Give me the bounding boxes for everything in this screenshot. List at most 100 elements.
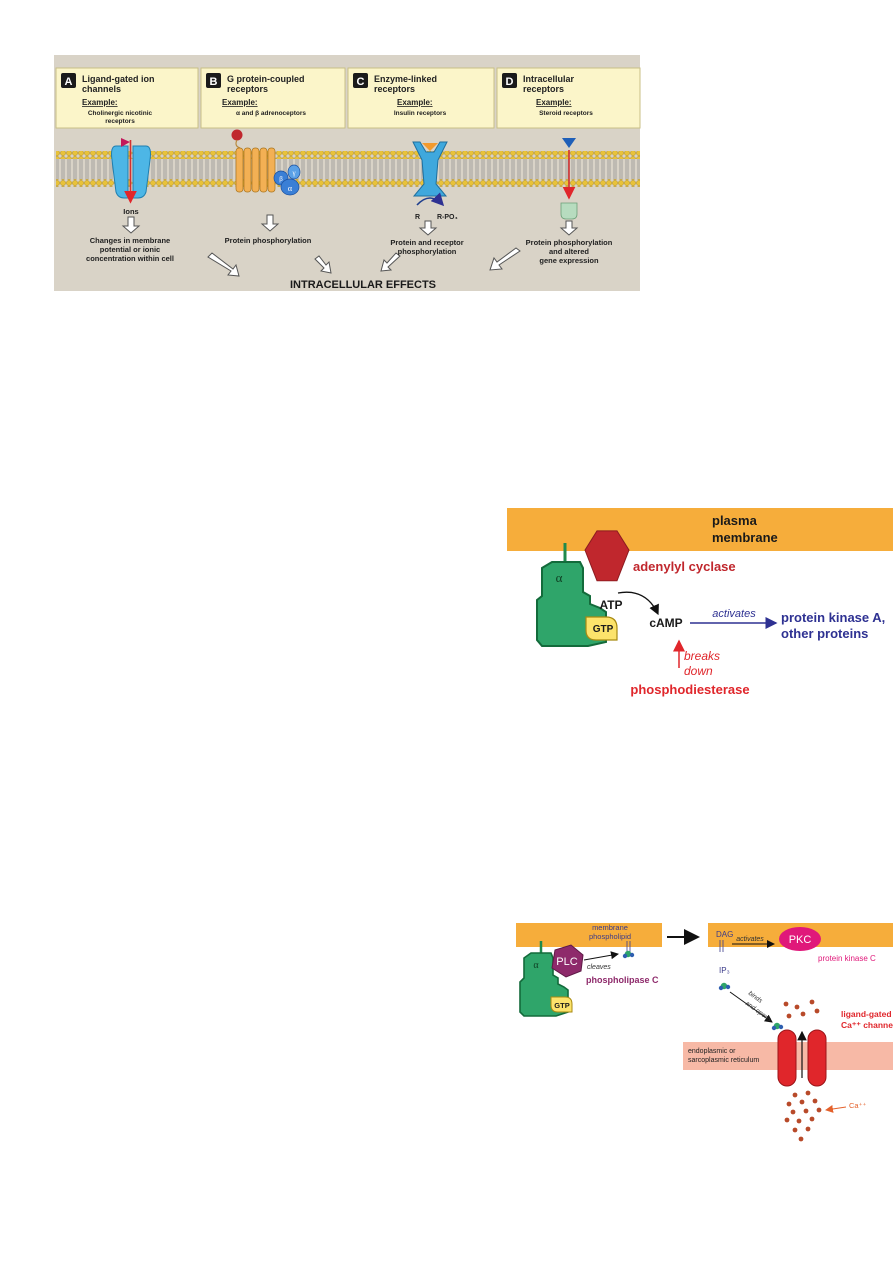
plasma-membrane [507,508,893,551]
g-protein-coupled-receptor: β γ α [231,129,301,196]
gtp-badge [585,616,618,641]
plasma-membrane-label-2: membrane [712,530,778,545]
calcium-ions [783,999,822,1142]
panel-c-badge [353,73,368,88]
panel-b-badge [206,73,221,88]
plc-pathway-figure: membrane phospholipid α GTP PLC cleaves … [516,923,893,1142]
activates-label: activates [712,608,756,620]
ions-label: Ions [123,207,138,216]
ip3-label: IP₃ [719,966,730,975]
ip3-binds-arrow [729,991,773,1023]
agonist-ball [231,129,243,141]
ion-channel: Ions [111,138,151,216]
effect-c-line-1: Protein and receptor [390,238,463,247]
plc-label: PLC [556,956,577,968]
panel-b-example-1: α and β adrenoceptors [236,110,306,117]
phospholipid-head-icon [622,950,635,959]
plasma-membrane-label-1: plasma [712,513,758,528]
effect-c-line-2: phosphorylation [398,247,457,256]
effect-a-line-3: concentration within cell [86,254,174,263]
panel-c-letter: C [357,76,365,88]
panel-a-example-1: Cholinergic nicotinic [88,110,153,117]
panel-b-title-1: G protein-coupled [227,74,305,84]
adenylyl-cyclase-icon [584,530,630,582]
g-alpha-label-plc: α [533,960,539,971]
ligand-gated-label: ligand-gated [841,1009,892,1019]
panel-d-example-1: Steroid receptors [539,110,593,117]
cleaves-label: cleaves [587,964,611,971]
adenylyl-cyclase-label: adenylyl cyclase [633,559,736,574]
panel-b-letter: B [210,76,218,88]
effect-a-line-1: Changes in membrane [90,236,170,245]
intracellular-receptor [560,138,578,220]
ligand-triangle-icon [121,138,130,147]
dag-label: DAG [716,930,733,939]
ca-channel-right [807,1029,827,1087]
g-alpha-label: α [556,570,563,585]
panel-b-header: B G protein-coupled receptors Example: α… [200,67,346,129]
panel-d-title-2: receptors [523,84,564,94]
r-po4-label: R-PO₄ [437,214,458,221]
cleaves-arrow [583,951,619,961]
intracellular-effects-footer: INTRACELLULAR EFFECTS [290,279,436,291]
panel-d-example-label: Example: [536,98,572,107]
effect-d-line-2: and altered [549,247,589,256]
dag-activates-label: activates [736,936,764,943]
gtp-badge-plc [550,996,573,1013]
er-label-2: sarcoplasmic reticulum [688,1057,759,1064]
phospholipase-c-label: phospholipase C [586,975,659,985]
panel-a-badge [61,73,76,88]
panel-d-badge [502,73,517,88]
effect-d-line-1: Protein phosphorylation [526,238,613,247]
pkc-icon [779,927,821,951]
gtp-label: GTP [593,624,614,635]
phosphodiesterase-label: phosphodiesterase [630,682,749,697]
panel-d-letter: D [506,76,514,88]
protein-kinase-a-label: protein kinase A, [781,610,885,625]
panel-d-header: D Intracellular receptors Example: Stero… [496,67,641,129]
membrane-phospholipid-label-2: phospholipid [589,932,631,941]
panel-a-title-1: Ligand-gated ion [82,74,155,84]
receptor-types-figure: A Ligand-gated ion channels Example: Cho… [54,55,641,291]
panel-c-header: C Enzyme-linked receptors Example: Insul… [347,67,495,129]
insulin-triangle-icon [422,143,438,151]
membrane-phospholipid-label-1: membrane [592,923,628,932]
r-label: R [415,214,420,221]
panel-c-example-1: Insulin receptors [394,110,447,117]
effect-arrows [121,214,579,277]
panel-a-title-2: channels [82,84,121,94]
ca-channel-label: Ca⁺⁺ channel [841,1020,893,1030]
cytoplasmic-receptor [560,202,578,220]
panel-a-example-2: receptors [105,118,135,125]
lipid-bilayer [56,151,640,187]
plc-icon [551,944,584,978]
atp-label: ATP [599,598,622,612]
beta-subunit-label: β [279,175,283,183]
camp-label: cAMP [649,616,682,630]
panel-b-example-label: Example: [222,98,258,107]
effect-b-line-1: Protein phosphorylation [225,236,312,245]
effect-d-line-3: gene expression [539,256,599,265]
gamma-subunit-label: γ [291,169,295,177]
panel-a-example-label: Example: [82,98,118,107]
gtp-label-plc: GTP [554,1001,569,1010]
breaks-label: breaks [684,649,720,663]
pkc-label: PKC [789,934,812,946]
panel-c-example-label: Example: [397,98,433,107]
ca-label: Ca⁺⁺ [849,1101,867,1110]
er-label-1: endoplasmic or [688,1048,736,1055]
ca-pointer-arrow [825,1105,847,1113]
panel-a-header: A Ligand-gated ion channels Example: Cho… [55,67,199,129]
ip3-bound-icon [771,1022,784,1031]
camp-pathway-figure: plasma membrane α GTP adenylyl cyclase A… [507,508,893,697]
enzyme-linked-receptor: R R-PO₄ [412,141,458,221]
other-proteins-label: other proteins [781,626,868,641]
alpha-subunit-label: α [288,184,293,193]
panel-a-letter: A [65,76,73,88]
panel-c-title-1: Enzyme-linked [374,74,437,84]
steroid-triangle-icon [562,138,576,148]
atp-to-camp-arrow [617,591,659,616]
ca-channel-left [777,1029,797,1087]
down-label: down [684,664,713,678]
